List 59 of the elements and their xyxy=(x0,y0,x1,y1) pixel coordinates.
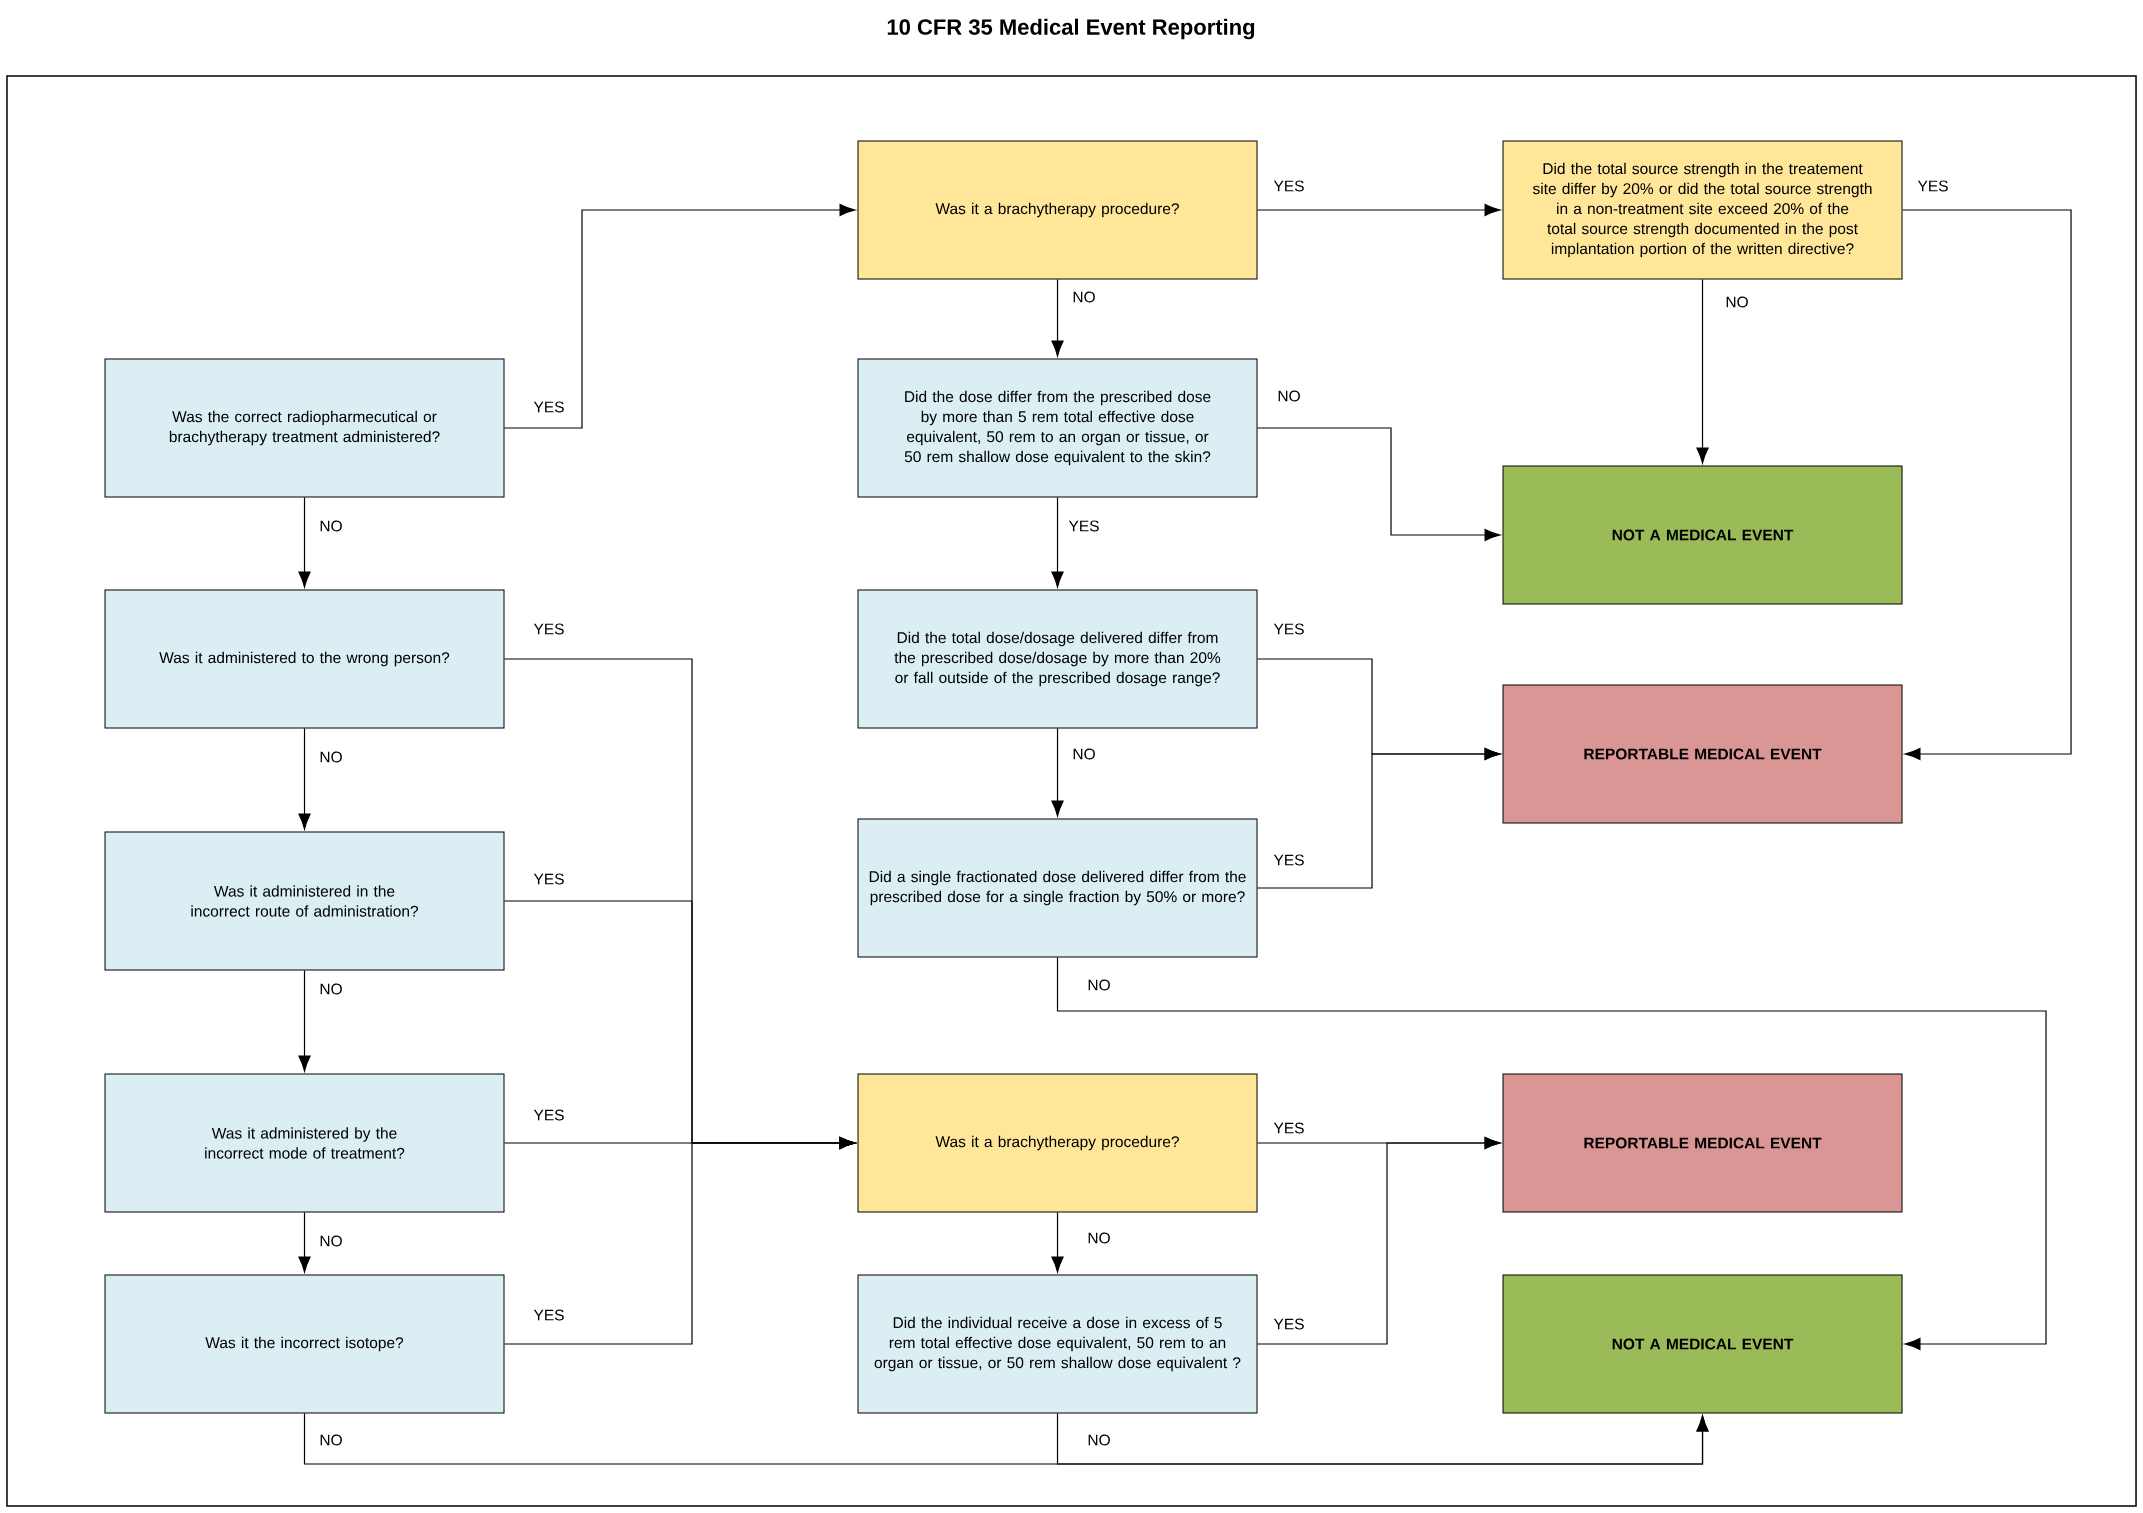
edge-label: YES xyxy=(1916,179,1950,193)
arrow xyxy=(298,969,311,1072)
edge-label: YES xyxy=(532,622,566,636)
edge-label: NO xyxy=(318,1433,344,1447)
question-box: Was it a brachytherapy procedure? xyxy=(857,140,1258,280)
arrow xyxy=(503,203,856,429)
edge-label: NO xyxy=(1086,978,1112,992)
edge-label: YES xyxy=(532,1108,566,1122)
edge-label: NO xyxy=(318,519,344,533)
arrow xyxy=(1256,427,1501,542)
arrow xyxy=(1056,1412,1709,1465)
question-box: Was it the incorrect isotope? xyxy=(104,1274,505,1414)
question-box: Was it administered by the incorrect mode of treatment? xyxy=(104,1073,505,1213)
arrow xyxy=(1051,496,1064,588)
arrow xyxy=(1256,747,1501,889)
edge-label: YES xyxy=(1272,622,1306,636)
question-box: Did the individual receive a dose in excess of 5 rem total effective dose equivalent, 50 rem to an organ or tissue, or 50 rem shallow dose equivalent ? xyxy=(857,1274,1258,1414)
arrow xyxy=(1056,956,2047,1351)
edge-label: NO xyxy=(318,982,344,996)
edge-label: YES xyxy=(1272,853,1306,867)
edge-label: YES xyxy=(1067,519,1101,533)
question-box: Was it administered to the wrong person? xyxy=(104,589,505,729)
edge-label: NO xyxy=(1071,290,1097,304)
question-box: Was it a brachytherapy procedure? xyxy=(857,1073,1258,1213)
edge-label: YES xyxy=(532,400,566,414)
edge-label: NO xyxy=(318,750,344,764)
outcome-box: REPORTABLE MEDICAL EVENT xyxy=(1502,684,1903,824)
arrow xyxy=(1256,203,1501,217)
title: 10 CFR 35 Medical Event Reporting xyxy=(887,18,1255,40)
arrow xyxy=(1696,278,1709,464)
edge-label: NO xyxy=(1724,295,1750,309)
question-box: Did the dose differ from the prescribed dose by more than 5 rem total effective dose equivalent, 50 rem to an organ or tissue, or 50 rem shallow dose equivalent to the skin? xyxy=(857,358,1258,498)
question-box: Did a single fractionated dose delivered differ from the prescribed dose for a single fraction by 50% or more? xyxy=(857,818,1258,958)
edge-label: YES xyxy=(532,872,566,886)
edge-label: NO xyxy=(318,1234,344,1248)
outcome-box: REPORTABLE MEDICAL EVENT xyxy=(1502,1073,1903,1213)
arrow xyxy=(1051,1211,1064,1273)
outcome-box: NOT A MEDICAL EVENT xyxy=(1502,465,1903,605)
arrow xyxy=(503,1136,856,1345)
edge-label: NO xyxy=(1276,389,1302,403)
question-box: Did the total dose/dosage delivered differ from the prescribed dose/dosage by more than 20% or fall outside of the prescribed dosage range? xyxy=(857,589,1258,729)
arrow xyxy=(298,496,311,588)
arrow xyxy=(298,1211,311,1273)
edge-label: YES xyxy=(1272,1121,1306,1135)
outcome-box: NOT A MEDICAL EVENT xyxy=(1502,1274,1903,1414)
edge-label: NO xyxy=(1086,1433,1112,1447)
arrow xyxy=(1051,727,1064,817)
edge-label: NO xyxy=(1071,747,1097,761)
edge-label: YES xyxy=(1272,1317,1306,1331)
edge-label: YES xyxy=(1272,179,1306,193)
arrow xyxy=(298,727,311,830)
question-box: Was it administered in the incorrect route of administration? xyxy=(104,831,505,971)
question-box: Did the total source strength in the treatement site differ by 20% or did the total source strength in a non-treatment site exceed 20% of the total source strength documented in the post implantation portion of the written directive? xyxy=(1502,140,1903,280)
arrow xyxy=(1051,278,1064,357)
arrow xyxy=(1901,209,2072,761)
edge-label: NO xyxy=(1086,1231,1112,1245)
arrow xyxy=(1256,1136,1501,1345)
edge-label: YES xyxy=(532,1308,566,1322)
question-box: Was the correct radiopharmecutical or brachytherapy treatment administered? xyxy=(104,358,505,498)
